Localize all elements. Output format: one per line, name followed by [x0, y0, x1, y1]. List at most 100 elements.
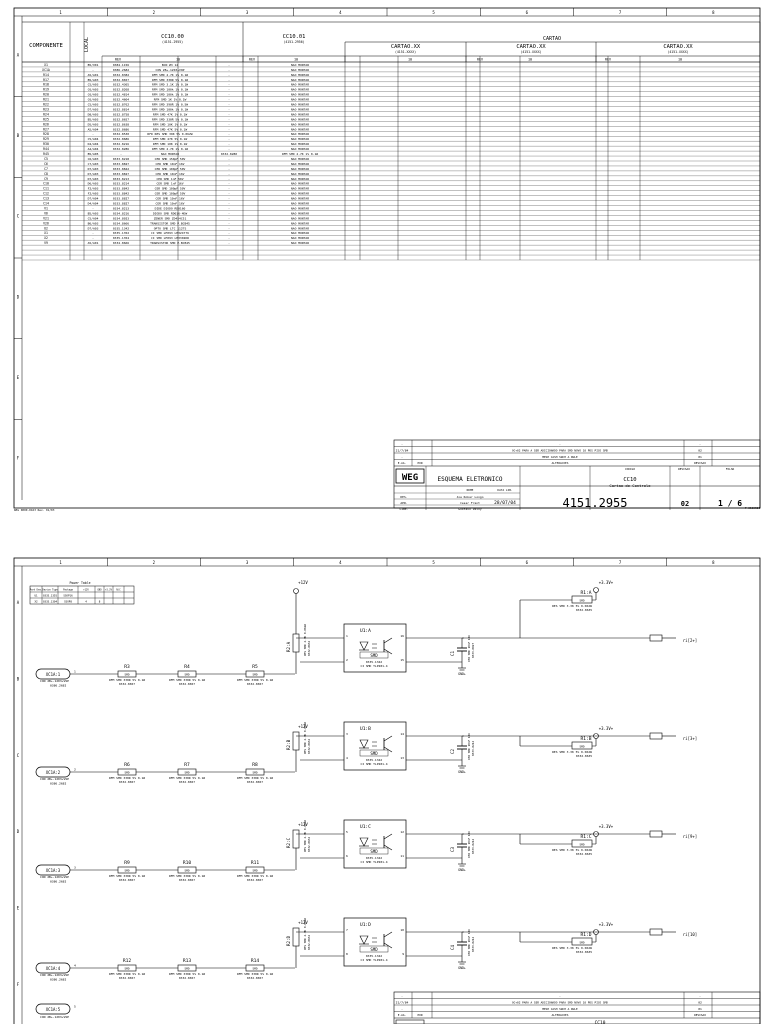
cell-component: X1 — [44, 63, 48, 67]
cell-rev2: - — [228, 83, 230, 87]
cell-rev2: - — [228, 73, 230, 77]
connector-pin: 1 — [74, 670, 76, 674]
connector-pin: 5 — [74, 1005, 76, 1009]
cell-local: B5/A03 — [88, 211, 99, 215]
zone-col-label: 6 — [526, 10, 529, 15]
tb-codigo-lbl: CODIGO — [625, 467, 635, 471]
pullup-desc: RES SMD 3.3K 5% 0.062W — [552, 604, 592, 608]
cell-component: C13 — [43, 197, 49, 201]
resistor-pkg: SMD — [124, 771, 129, 775]
opto-led — [359, 935, 369, 945]
opto-pkg: SMD — [370, 653, 378, 658]
resistor-code: 0332.8657 — [247, 780, 263, 784]
cap-code: 0333.8214 — [471, 937, 475, 952]
zone-col-label: 5 — [432, 10, 435, 15]
cell-desc: RFM SMD 4.7K 1% 0.1W — [152, 73, 188, 77]
sheet-footer: WEG 0000-0163 Rev. 01/03 — [14, 508, 55, 512]
tb-label-alteracoes: ALTERACOES — [552, 1013, 569, 1017]
cell-desc2: NAO MONTAR — [291, 93, 309, 97]
connector-code: 0386.2682 — [50, 978, 66, 982]
cell-rev2: - — [228, 221, 230, 225]
pullup-code: 0332.8635 — [576, 608, 592, 612]
cell-desc: RFM SMD 100k 1% 0.1W — [152, 88, 188, 92]
cell-code: 0333.8827 — [113, 162, 129, 166]
cell-rev2: - — [228, 127, 230, 131]
cell-component: V6 — [44, 211, 48, 215]
zone-col-label: 8 — [712, 560, 715, 565]
opto-pin: 13 — [400, 756, 404, 760]
cell-code: 0333.8842 — [113, 192, 129, 196]
net-flag — [649, 634, 663, 642]
zone-row-label: E — [17, 906, 20, 911]
cell-desc2: NAO MONTAR — [291, 78, 309, 82]
cell-desc2: RFM SMD 4.7K 1% 0.1W — [282, 152, 318, 156]
cell-desc2: NAO MONTAR — [291, 147, 309, 151]
resistor-desc: RFM SMD 330R 5% 0.1W — [109, 776, 145, 780]
series-resistor — [177, 670, 197, 678]
cell-desc2: NAO MONTAR — [291, 88, 309, 92]
rev-change: MESH CASH SWCH A RULE — [542, 1007, 578, 1011]
cell-code: 0332.8686 — [113, 127, 129, 131]
rev-date: 21/7/84 — [396, 1001, 409, 1005]
cell-local: D8/A03 — [88, 112, 99, 116]
cell-code: 0384.1156 — [113, 63, 129, 67]
cell-code: 0332.8657 — [113, 117, 129, 121]
resistor-pkg: SMD — [252, 967, 257, 971]
power-cell: U1 — [34, 594, 38, 598]
gnd-label: GND+ — [458, 868, 466, 872]
cell-desc2: NAO MONTAR — [291, 117, 309, 121]
cell-desc: CON 2B+-1203+V9P — [156, 68, 185, 72]
cell-desc2: NAO MONTAR — [291, 172, 309, 176]
pullup-code: 0332.8635 — [576, 754, 592, 758]
power-table — [29, 585, 135, 605]
cell-desc: RFD RES SMD 39K 5% 0.062W — [147, 132, 192, 136]
pullup-desc: RES SMD 3.3K 5% 0.062W — [552, 750, 592, 754]
optocoupler-box — [343, 721, 407, 771]
opto-pkg-box — [359, 847, 389, 855]
cell-local: C5/A04 — [88, 137, 99, 141]
resistor-ref: R13 — [183, 958, 192, 964]
group-code: (4151.2956) — [283, 40, 304, 44]
zone-col-label: 7 — [619, 10, 622, 15]
opto-pin: 4 — [346, 756, 348, 760]
optocoupler-ref: U1:C — [360, 824, 371, 830]
cell-desc2: NAO MONTAR — [291, 206, 309, 210]
optocoupler-ref: U1:A — [360, 628, 371, 634]
connector-desc: CON 2B+-1203+V9P — [40, 875, 69, 879]
power-cell: X2 — [34, 600, 38, 604]
power-header: +12V — [83, 589, 89, 592]
pull-resistor-desc: RES SMD 4.7K 0.062W — [303, 918, 307, 950]
cap-ref: C3 — [450, 846, 455, 852]
cell-desc: RFM SMD 3.1K 1% 0.1W — [152, 83, 188, 87]
cell-desc2: NAO MONTAR — [291, 241, 309, 245]
resistor-pkg: SMD — [184, 771, 189, 775]
optocoupler-box — [343, 623, 407, 673]
cell-component: R44 — [43, 147, 49, 151]
zone-col-label: 4 — [339, 560, 342, 565]
opto-pin: 16 — [400, 634, 404, 638]
cell-rev2: - — [228, 142, 230, 146]
cell-rev2: - — [228, 157, 230, 161]
power-cell: SSOP16 — [63, 594, 73, 598]
subheader-label: 10 — [678, 58, 682, 62]
connector-code: 0386.2682 — [50, 782, 66, 786]
group-code: (4151.XXXX) — [667, 50, 688, 54]
rev-change: - — [559, 442, 561, 446]
gnd-label: GND+ — [458, 966, 466, 970]
connector-code: 0386.2682 — [50, 880, 66, 884]
header-cartao: CARTAO — [543, 36, 561, 42]
cell-rev2: - — [228, 202, 230, 206]
zone-row-label: C — [17, 214, 20, 219]
supply-33v: +3.3V+ — [599, 922, 614, 927]
net-flag — [649, 732, 663, 740]
pull-resistor-code: 0332.8634 — [307, 739, 311, 754]
supply-33v: +3.3V+ — [599, 824, 614, 829]
cell-desc2: NAO MONTAR — [291, 197, 309, 201]
cell-rev2: - — [228, 177, 230, 181]
resistor-code: 0332.8657 — [119, 976, 135, 980]
sheet2-border — [13, 557, 761, 1028]
resistor-desc: RFM SMD 330R 5% 0.1W — [169, 874, 205, 878]
cell-desc: RFM SMD 330R 5% 0.1W — [152, 117, 188, 121]
pullup-resistor — [571, 595, 593, 604]
